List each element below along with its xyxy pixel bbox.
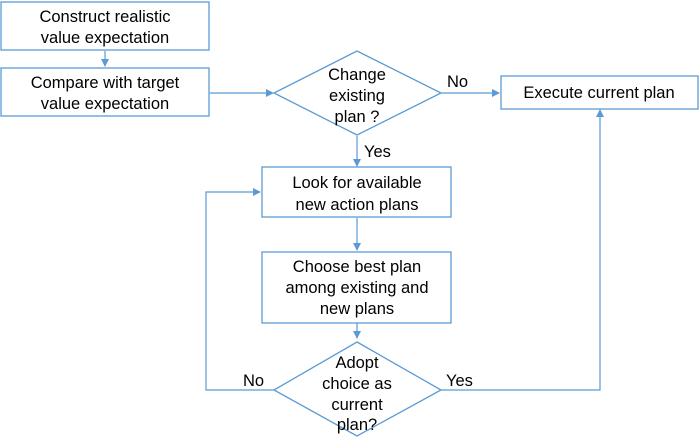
edge-label-change-yes: Yes: [364, 143, 391, 161]
adopt-decision: Adopt choice as current plan?: [272, 341, 443, 437]
connectors: [101, 51, 604, 391]
edge-label-change-no: No: [447, 73, 468, 91]
edge-label-adopt-yes: Yes: [446, 372, 473, 390]
change-label-line1: Change: [328, 66, 386, 84]
adopt-label-line4: plan?: [337, 416, 377, 434]
arrow-adopt-yes-to-execute: [441, 109, 604, 391]
look-box: Look for available new action plans: [261, 166, 452, 218]
arrow-adopt-no-to-look: [205, 188, 274, 391]
compare-box: Compare with target value expectation: [0, 67, 210, 117]
look-label-line1: Look for available: [292, 174, 421, 192]
choose-box: Choose best plan among existing and new …: [261, 251, 452, 324]
construct-label-line2: value expectation: [41, 29, 169, 47]
choose-label-line3: new plans: [320, 300, 394, 318]
adopt-label-line2: choice as: [322, 375, 392, 393]
execute-box: Execute current plan: [500, 75, 699, 110]
adopt-label-line3: current: [331, 396, 383, 414]
execute-label: Execute current plan: [523, 84, 674, 102]
choose-label-line1: Choose best plan: [293, 258, 421, 276]
choose-label-line2: among existing and: [285, 279, 428, 297]
look-label-line2: new action plans: [296, 196, 419, 214]
compare-label-line2: value expectation: [41, 95, 169, 113]
change-label-line2: existing: [329, 87, 385, 105]
compare-label-line1: Compare with target: [31, 74, 180, 92]
construct-label-line1: Construct realistic: [39, 8, 170, 26]
adopt-label-line1: Adopt: [335, 354, 379, 372]
change-label-line3: plan ?: [335, 108, 380, 126]
change-decision: Change existing plan ?: [272, 50, 443, 136]
construct-box: Construct realistic value expectation: [0, 1, 210, 51]
edge-label-adopt-no: No: [243, 372, 264, 390]
